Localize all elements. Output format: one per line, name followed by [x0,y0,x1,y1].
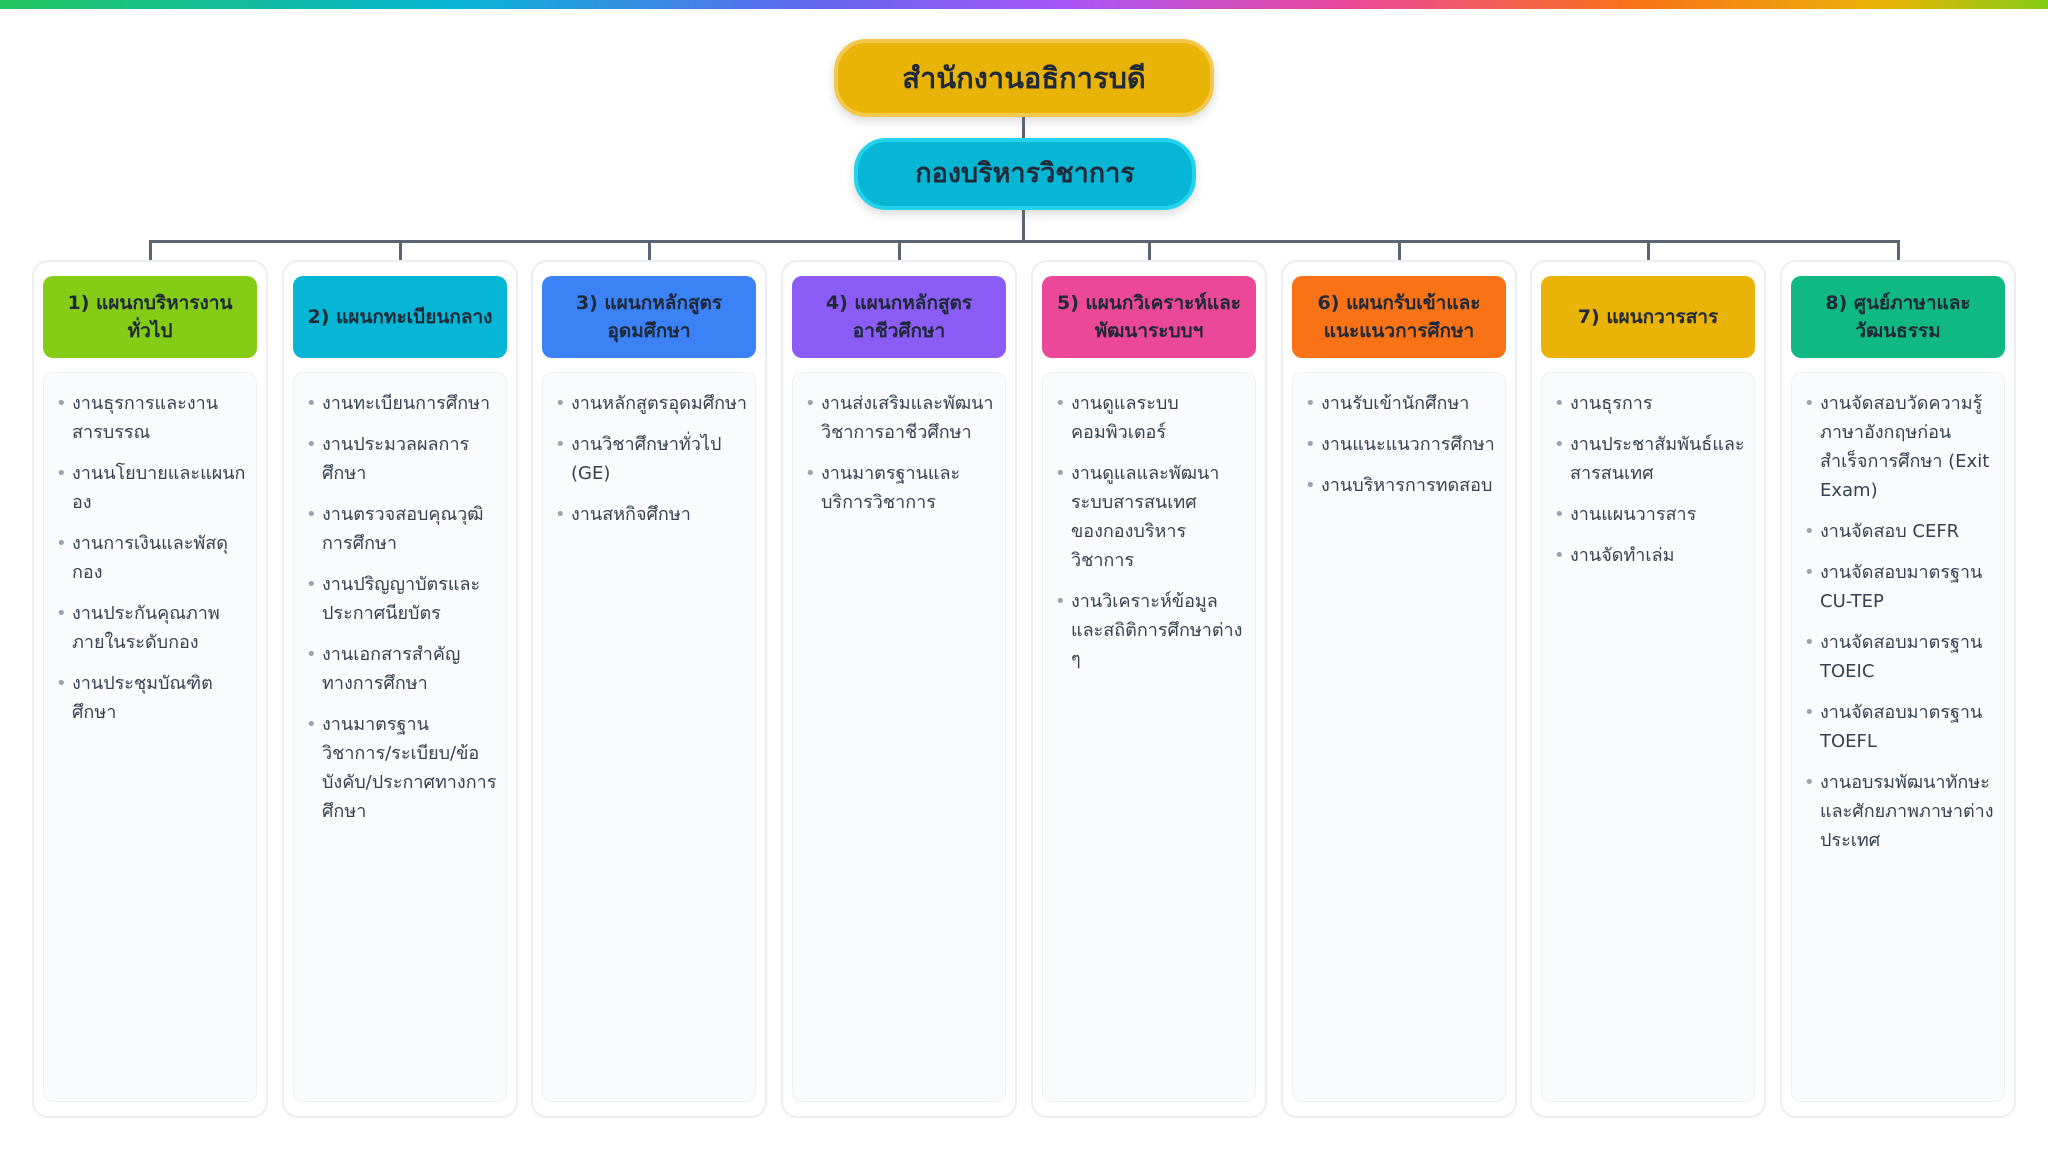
task-item: งานจัดสอบวัดความรู้ภาษาอังกฤษก่อนสำเร็จก… [1804,389,1996,505]
department-header: 5) แผนกวิเคราะห์และพัฒนาระบบฯ [1042,276,1256,358]
task-item: งานประชุมบัณฑิตศึกษา [56,669,248,727]
task-item: งานประชาสัมพันธ์และสารสนเทศ [1554,430,1746,488]
task-item: งานหลักสูตรอุดมศึกษา [555,389,747,418]
department-task-list: งานดูแลระบบคอมพิวเตอร์งานดูแลและพัฒนาระบ… [1042,372,1256,1102]
task-item: งานประมวลผลการศึกษา [306,430,498,488]
department-column-3: 3) แผนกหลักสูตรอุดมศึกษางานหลักสูตรอุดมศ… [531,260,767,1118]
department-task-list: งานรับเข้านักศึกษางานแนะแนวการศึกษางานบร… [1292,372,1506,1102]
department-column-7: 7) แผนกวารสารงานธุรการงานประชาสัมพันธ์แล… [1530,260,1766,1118]
department-column-5: 5) แผนกวิเคราะห์และพัฒนาระบบฯงานดูแลระบบ… [1031,260,1267,1118]
task-item: งานจัดสอบมาตรฐาน TOEFL [1804,698,1996,756]
task-item: งานแนะแนวการศึกษา [1305,430,1497,459]
top-gradient-bar [0,0,2048,9]
task-item: งานจัดสอบมาตรฐาน TOEIC [1804,628,1996,686]
department-header: 8) ศูนย์ภาษาและวัฒนธรรม [1791,276,2005,358]
department-task-list: งานทะเบียนการศึกษางานประมวลผลการศึกษางาน… [293,372,507,1102]
department-header: 3) แผนกหลักสูตรอุดมศึกษา [542,276,756,358]
task-item: งานวิชาศึกษาทั่วไป (GE) [555,430,747,488]
task-item: งานรับเข้านักศึกษา [1305,389,1497,418]
connector-horizontal-bus [150,240,1898,243]
task-item: งานสหกิจศึกษา [555,500,747,529]
task-item: งานดูแลและพัฒนาระบบสารสนเทศของกองบริหารว… [1055,459,1247,575]
department-column-4: 4) แผนกหลักสูตรอาชีวศึกษางานส่งเสริมและพ… [781,260,1017,1118]
task-item: งานอบรมพัฒนาทักษะและศักยภาพภาษาต่างประเท… [1804,768,1996,855]
sub-node-academic-division: กองบริหารวิชาการ [854,138,1196,210]
task-item: งานมาตรฐานวิชาการ/ระเบียบ/ข้อบังคับ/ประก… [306,710,498,826]
connector-drop-dept-8 [1896,240,1900,260]
connector-drop-dept-2 [398,240,402,260]
task-item: งานทะเบียนการศึกษา [306,389,498,418]
department-task-list: งานหลักสูตรอุดมศึกษางานวิชาศึกษาทั่วไป (… [542,372,756,1102]
task-item: งานนโยบายและแผนกอง [56,459,248,517]
root-node-president-office: สำนักงานอธิการบดี [834,39,1214,117]
connector-drop-dept-4 [897,240,901,260]
task-item: งานปริญญาบัตรและประกาศนียบัตร [306,570,498,628]
department-header: 1) แผนกบริหารงานทั่วไป [43,276,257,358]
department-task-list: งานส่งเสริมและพัฒนาวิชาการอาชีวศึกษางานม… [792,372,1006,1102]
department-column-6: 6) แผนกรับเข้าและแนะแนวการศึกษางานรับเข้… [1281,260,1517,1118]
task-item: งานตรวจสอบคุณวุฒิการศึกษา [306,500,498,558]
task-item: งานจัดสอบ CEFR [1804,517,1996,546]
connector-drop-dept-3 [647,240,651,260]
connector-sub-to-bus [1022,210,1025,242]
connector-root-to-sub [1022,117,1025,138]
task-item: งานมาตรฐานและบริการวิชาการ [805,459,997,517]
connector-drop-dept-1 [148,240,152,260]
task-item: งานจัดสอบมาตรฐาน CU-TEP [1804,558,1996,616]
connector-drop-dept-6 [1397,240,1401,260]
department-header: 2) แผนกทะเบียนกลาง [293,276,507,358]
task-item: งานจัดทำเล่ม [1554,541,1746,570]
department-column-1: 1) แผนกบริหารงานทั่วไปงานธุรการและงานสาร… [32,260,268,1118]
task-item: งานเอกสารสำคัญทางการศึกษา [306,640,498,698]
department-task-list: งานธุรการงานประชาสัมพันธ์และสารสนเทศงานแ… [1541,372,1755,1102]
department-header: 6) แผนกรับเข้าและแนะแนวการศึกษา [1292,276,1506,358]
task-item: งานธุรการและงานสารบรรณ [56,389,248,447]
department-header: 4) แผนกหลักสูตรอาชีวศึกษา [792,276,1006,358]
connector-drop-dept-7 [1646,240,1650,260]
task-item: งานการเงินและพัสดุกอง [56,529,248,587]
department-header: 7) แผนกวารสาร [1541,276,1755,358]
task-item: งานประกันคุณภาพภายในระดับกอง [56,599,248,657]
connector-drop-dept-5 [1147,240,1151,260]
department-task-list: งานจัดสอบวัดความรู้ภาษาอังกฤษก่อนสำเร็จก… [1791,372,2005,1102]
task-item: งานส่งเสริมและพัฒนาวิชาการอาชีวศึกษา [805,389,997,447]
department-task-list: งานธุรการและงานสารบรรณงานนโยบายและแผนกอง… [43,372,257,1102]
task-item: งานบริหารการทดสอบ [1305,471,1497,500]
task-item: งานธุรการ [1554,389,1746,418]
department-column-2: 2) แผนกทะเบียนกลางงานทะเบียนการศึกษางานป… [282,260,518,1118]
task-item: งานวิเคราะห์ข้อมูลและสถิติการศึกษาต่าง ๆ [1055,587,1247,674]
department-column-8: 8) ศูนย์ภาษาและวัฒนธรรมงานจัดสอบวัดความร… [1780,260,2016,1118]
task-item: งานแผนวารสาร [1554,500,1746,529]
task-item: งานดูแลระบบคอมพิวเตอร์ [1055,389,1247,447]
